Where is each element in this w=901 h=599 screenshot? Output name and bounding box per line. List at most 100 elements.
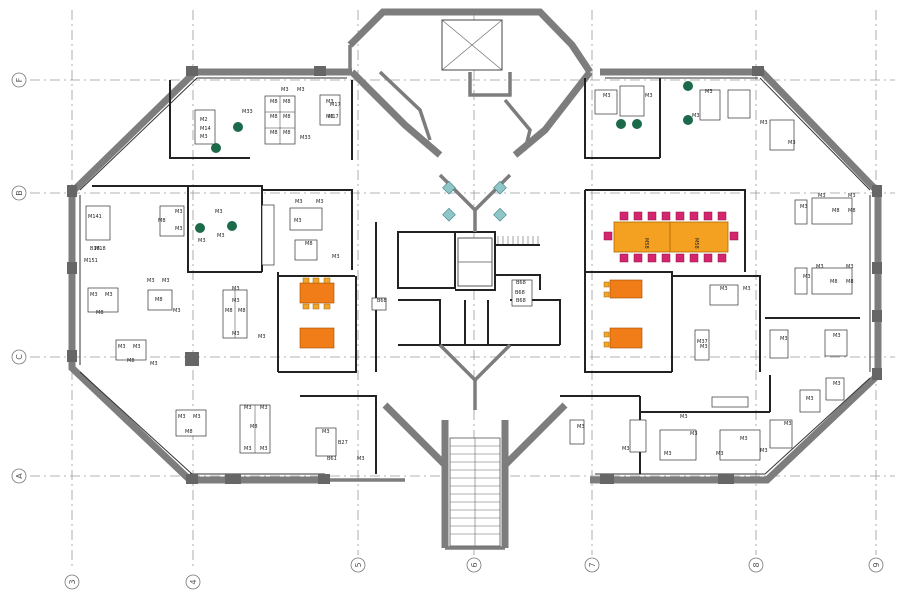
- equipment-tag: M3: [260, 405, 268, 411]
- desk-cluster: [811, 197, 853, 225]
- chair: [675, 211, 685, 221]
- equipment-tag: M3: [105, 292, 113, 298]
- grid-bubble-8: [748, 557, 764, 573]
- equipment-tag: M3: [740, 436, 748, 442]
- partition: [584, 78, 660, 159]
- room-label-west-cluster: M141: [88, 214, 102, 220]
- chair: [729, 231, 739, 241]
- desk-cluster: [811, 267, 853, 295]
- window-se: [764, 377, 871, 475]
- equipment-tag: M3: [244, 446, 252, 452]
- room-label-top-left-desk: M14: [200, 126, 211, 132]
- core-stair: [497, 236, 539, 244]
- equipment-tag: M3: [846, 264, 854, 270]
- conference-table: [613, 221, 671, 253]
- equipment-tag: M3: [200, 134, 208, 140]
- grid-label-5: 5: [354, 562, 363, 567]
- partition: [187, 186, 262, 273]
- core-partition: [398, 299, 441, 345]
- north-stair-inner: [378, 70, 432, 141]
- equipment-tag: M8: [225, 308, 233, 314]
- desk: [699, 89, 721, 121]
- plant-icon: [683, 115, 693, 125]
- equipment-tag: M3: [316, 199, 324, 205]
- equipment-tag: M3: [760, 120, 768, 126]
- chair: [717, 253, 727, 263]
- column: [186, 474, 198, 484]
- equipment-tag: M8: [846, 279, 854, 285]
- equipment-tag: M18: [95, 246, 106, 252]
- core-partition: [397, 231, 456, 289]
- chair: [647, 211, 657, 221]
- equipment-tag: M8: [848, 208, 856, 214]
- window-sw: [79, 371, 193, 475]
- chair: [633, 211, 643, 221]
- equipment-tag: M3: [603, 93, 611, 99]
- column: [872, 368, 882, 380]
- equipment-tag: M3: [833, 333, 841, 339]
- core-partition: [510, 299, 561, 345]
- desk: [85, 205, 111, 241]
- central-core: [397, 173, 561, 410]
- equipment-tag: M3: [760, 448, 768, 454]
- sw-diagonal: [382, 402, 448, 468]
- partition: [169, 80, 250, 159]
- equipment-tag: M33: [242, 109, 253, 115]
- equipment-tag: M3: [577, 424, 585, 430]
- grid-label-c: C: [15, 354, 24, 360]
- equipment-tag: B68: [377, 298, 387, 304]
- grid-bubble-7: [584, 557, 600, 573]
- grid-label-b: B: [15, 190, 24, 196]
- equipment-tag: M3: [716, 451, 724, 457]
- grid-label-3: 3: [68, 579, 77, 584]
- east-wing-wall: [590, 68, 882, 484]
- chair: [603, 331, 610, 338]
- north-stair-cross: [441, 19, 503, 71]
- equipment-tag: M17: [330, 102, 341, 108]
- equipment-tag: M3: [294, 218, 302, 224]
- lounge-seating: [442, 180, 507, 222]
- column: [872, 185, 882, 197]
- desk: [794, 199, 808, 225]
- plant-icon: [616, 119, 626, 129]
- lounge-chair: [493, 207, 507, 222]
- grid-bubble-9: [868, 557, 884, 573]
- desk: [569, 419, 585, 445]
- desk-cluster: [659, 429, 697, 461]
- equipment-tag: M8: [832, 208, 840, 214]
- workstations: [85, 85, 853, 461]
- desk: [261, 204, 275, 266]
- chair: [603, 291, 610, 298]
- room-label-east-office: M37: [697, 339, 708, 345]
- column: [718, 474, 734, 484]
- windows: [79, 77, 871, 475]
- chair: [689, 253, 699, 263]
- chair: [603, 341, 610, 348]
- chair: [647, 253, 657, 263]
- north-stair: [378, 19, 532, 151]
- equipment-tag: M3: [281, 87, 289, 93]
- equipment-tag: M3: [215, 209, 223, 215]
- grid-bubble-4: [185, 574, 201, 590]
- grid-label-8: 8: [752, 562, 761, 567]
- desk: [794, 267, 808, 295]
- column: [67, 185, 77, 197]
- chair: [312, 303, 320, 310]
- plant-icon: [233, 122, 243, 132]
- equipment-tag: M3: [162, 278, 170, 284]
- plant-icon: [632, 119, 642, 129]
- plant-icon: [211, 143, 221, 153]
- equipment-tag: B61: [327, 456, 337, 462]
- room-label-conf: M58: [643, 238, 649, 249]
- grid-bubble-5: [350, 557, 366, 573]
- equipment-tag: M3: [193, 414, 201, 420]
- desk: [727, 89, 751, 119]
- equipment-tag: M3: [816, 264, 824, 270]
- equipment-tag: M3: [848, 193, 856, 199]
- columns: [67, 66, 882, 484]
- equipment-tag: M8: [250, 424, 258, 430]
- equipment-tag: M3: [232, 298, 240, 304]
- desk: [194, 109, 216, 145]
- desk: [147, 289, 173, 311]
